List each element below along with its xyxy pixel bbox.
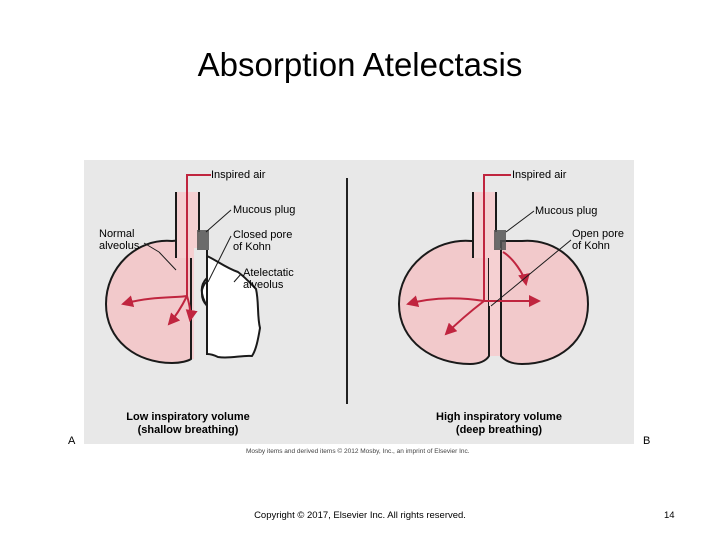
panel-b: Inspired air Mucous plug Open pore of Ko…: [397, 169, 650, 447]
caption-b-line-2: (deep breathing): [456, 424, 543, 436]
caption-a-line-1: Low inspiratory volume: [126, 411, 249, 423]
right-alveolus-b: [500, 239, 590, 366]
mucous-plug-b: [494, 230, 506, 250]
open-pore-label-1: Open pore: [572, 228, 624, 240]
panel-a: Inspired air Mucous plug Normal alveolus…: [68, 169, 295, 447]
slide-title: Absorption Atelectasis: [197, 46, 523, 83]
normal-alveolus-label-1: Normal: [99, 228, 134, 240]
figure-credit: Mosby items and derived items © 2012 Mos…: [246, 448, 470, 455]
open-pore-label-2: of Kohn: [572, 240, 610, 252]
closed-pore-label-2: of Kohn: [233, 241, 271, 253]
normal-alveolus-label-2: alveolus: [99, 240, 140, 252]
copyright-footer: Copyright © 2017, Elsevier Inc. All righ…: [254, 510, 466, 521]
atelectatic-alveolus-label-2: alveolus: [243, 279, 284, 291]
panel-a-letter: A: [68, 435, 76, 447]
inspired-air-label-a: Inspired air: [211, 169, 266, 181]
caption-a-line-2: (shallow breathing): [138, 424, 239, 436]
panel-b-letter: B: [643, 435, 650, 447]
mucous-plug-label-a: Mucous plug: [233, 204, 295, 216]
atelectatic-alveolus-label-1: Atelectatic: [243, 267, 294, 279]
closed-pore-label-1: Closed pore: [233, 229, 292, 241]
mucous-plug-label-b: Mucous plug: [535, 205, 597, 217]
slide-number: 14: [664, 510, 675, 521]
inspired-air-arrow-a: [186, 174, 211, 296]
absorption-atelectasis-diagram: Inspired air Mucous plug Normal alveolus…: [68, 160, 650, 447]
left-alveolus-b: [397, 239, 490, 366]
inspired-air-arrow-b: [483, 174, 511, 301]
mucous-plug-a: [197, 230, 209, 250]
inspired-air-label-b: Inspired air: [512, 169, 567, 181]
caption-b-line-1: High inspiratory volume: [436, 411, 562, 423]
